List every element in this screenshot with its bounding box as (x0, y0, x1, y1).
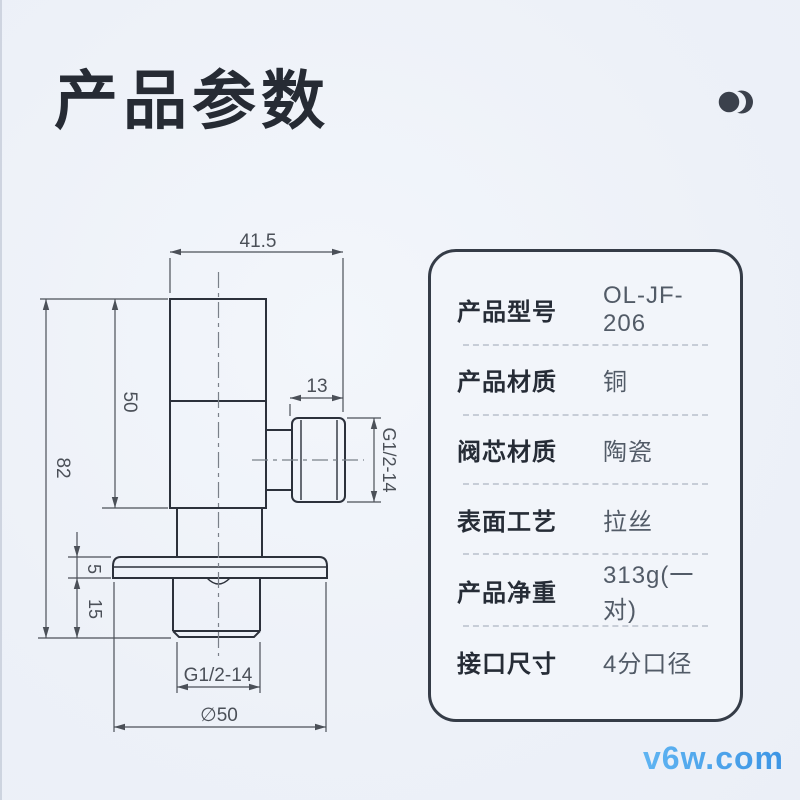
dim-flange-diameter: ∅50 (200, 705, 238, 726)
dim-total-height: 82 (52, 457, 73, 478)
dim-lower-height: 15 (85, 599, 105, 619)
centerlines (217, 272, 364, 656)
watermark: v6w.com (643, 740, 784, 776)
spec-label: 产品材质 (457, 369, 557, 397)
divider (463, 343, 708, 346)
dim-body-height: 50 (119, 391, 140, 412)
spec-card: 产品型号 OL-JF-206 产品材质 铜 阀芯材质 陶瓷 表面工艺 拉丝 产品… (428, 249, 743, 722)
technical-drawing: 41.5 50 82 13 G1/2-14 5 15 G1/2-14 ∅50 (38, 231, 399, 732)
spec-row-surface: 表面工艺 拉丝 (457, 485, 714, 553)
spec-row-port-size: 接口尺寸 4分口径 (457, 627, 714, 695)
spec-label: 表面工艺 (457, 508, 557, 536)
spec-value: 313g(一对) (603, 562, 695, 625)
spec-label: 阀芯材质 (457, 438, 557, 466)
spec-row-material: 产品材质 铜 (457, 346, 714, 414)
valve-outline (112, 298, 346, 638)
spec-row-weight: 产品净重 313g(一对) (457, 555, 714, 625)
spec-value: 铜 (603, 369, 628, 397)
divider (463, 483, 708, 486)
dim-bottom-thread: G1/2-14 (184, 665, 253, 686)
dimension-lines (38, 251, 381, 732)
spec-value: OL-JF-206 (603, 281, 684, 337)
spec-value: 4分口径 (603, 650, 693, 678)
divider (463, 625, 708, 628)
spec-label: 产品型号 (457, 299, 557, 327)
dimension-arrows (42, 248, 378, 731)
divider (463, 413, 708, 416)
dim-flange-thickness: 5 (84, 564, 104, 574)
divider (463, 553, 708, 556)
spec-value: 陶瓷 (603, 438, 653, 466)
spec-label: 接口尺寸 (457, 650, 557, 678)
spec-row-core-material: 阀芯材质 陶瓷 (457, 416, 714, 484)
spec-value: 拉丝 (603, 508, 653, 536)
spec-label: 产品净重 (457, 579, 557, 607)
page-title: 产品参数 (54, 65, 330, 137)
dot-and-crescent-icon (716, 89, 753, 115)
spec-row-model: 产品型号 OL-JF-206 (457, 276, 714, 344)
dim-outlet-thread: G1/2-14 (379, 427, 399, 492)
dim-outlet-width: 13 (306, 376, 327, 397)
dim-total-width: 41.5 (240, 231, 277, 252)
